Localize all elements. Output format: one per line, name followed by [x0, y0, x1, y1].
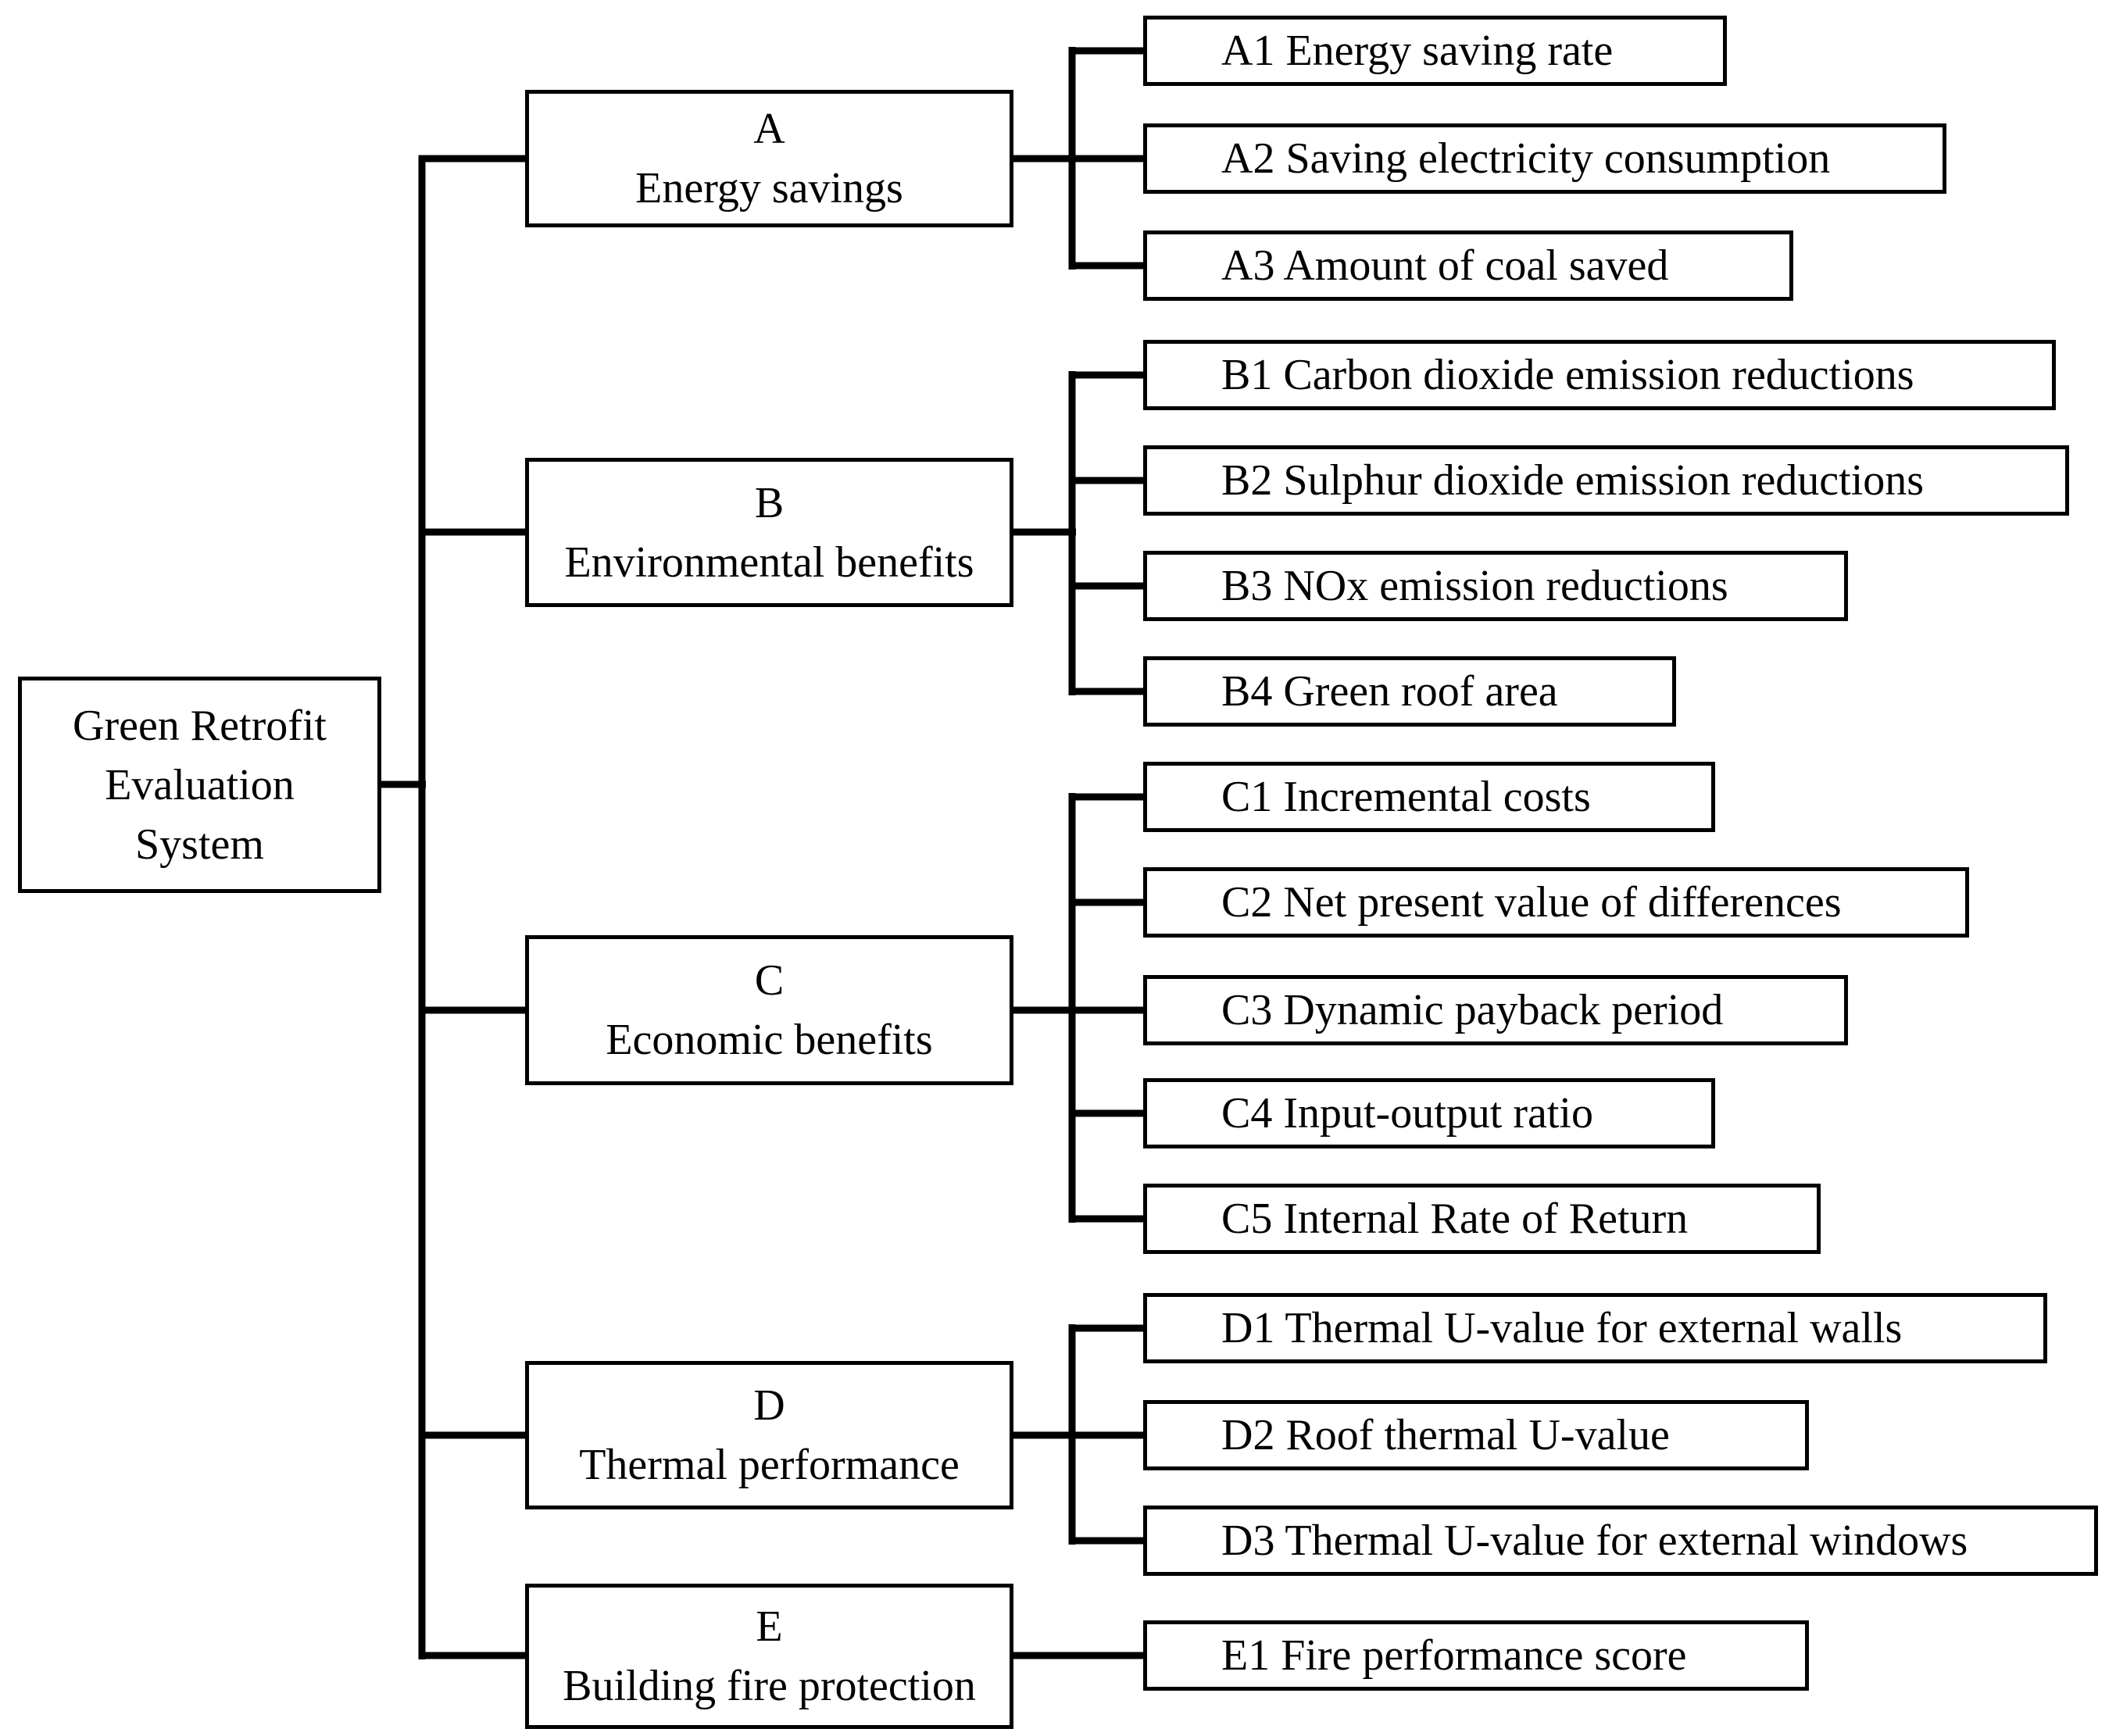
category-code: A	[753, 105, 785, 153]
leaf-label: D1 Thermal U-value for external walls	[1221, 1304, 1903, 1352]
leaf-node-c4: C4 Input-output ratio	[1143, 1078, 1715, 1148]
leaf-node-d1: D1 Thermal U-value for external walls	[1143, 1293, 2047, 1363]
leaf-node-b1: B1 Carbon dioxide emission reductions	[1143, 340, 2056, 410]
category-node-b-environmental-benefits: B Environmental benefits	[525, 458, 1013, 607]
leaf-label: A2 Saving electricity consumption	[1221, 134, 1831, 183]
leaf-label: E1 Fire performance score	[1221, 1631, 1687, 1680]
category-node-d-thermal-performance: D Thermal performance	[525, 1361, 1013, 1509]
leaf-label: C4 Input-output ratio	[1221, 1089, 1593, 1138]
leaf-label: B4 Green roof area	[1221, 667, 1558, 716]
leaf-node-d3: D3 Thermal U-value for external windows	[1143, 1506, 2098, 1576]
leaf-label: A1 Energy saving rate	[1221, 27, 1614, 75]
category-name: Energy savings	[635, 164, 903, 213]
leaf-node-a2: A2 Saving electricity consumption	[1143, 123, 1946, 194]
leaf-node-e1: E1 Fire performance score	[1143, 1620, 1809, 1691]
leaf-node-c1: C1 Incremental costs	[1143, 762, 1715, 832]
leaf-node-b2: B2 Sulphur dioxide emission reductions	[1143, 445, 2069, 516]
leaf-node-c5: C5 Internal Rate of Return	[1143, 1184, 1821, 1254]
root-label-line-1: Green Retrofit	[73, 701, 327, 750]
category-code: B	[754, 478, 785, 527]
leaf-label: C1 Incremental costs	[1221, 773, 1591, 821]
root-label-line-2: Evaluation	[105, 760, 295, 809]
leaf-label: D2 Roof thermal U-value	[1221, 1411, 1670, 1459]
leaf-node-c3: C3 Dynamic payback period	[1143, 975, 1848, 1045]
category-code: D	[753, 1381, 785, 1430]
category-name: Economic benefits	[606, 1016, 933, 1064]
category-code: E	[756, 1602, 783, 1651]
category-name: Thermal performance	[579, 1441, 960, 1489]
leaf-label: B3 NOx emission reductions	[1221, 562, 1728, 610]
leaf-node-b4: B4 Green roof area	[1143, 656, 1676, 727]
leaf-label: B2 Sulphur dioxide emission reductions	[1221, 456, 1925, 505]
root-label-line-3: System	[135, 820, 264, 869]
leaf-label: C3 Dynamic payback period	[1221, 986, 1724, 1034]
leaf-node-a3: A3 Amount of coal saved	[1143, 230, 1793, 301]
category-name: Building fire protection	[563, 1662, 976, 1710]
leaf-node-b3: B3 NOx emission reductions	[1143, 551, 1848, 621]
leaf-label: D3 Thermal U-value for external windows	[1221, 1516, 1968, 1565]
leaf-node-d2: D2 Roof thermal U-value	[1143, 1400, 1809, 1470]
leaf-node-c2: C2 Net present value of differences	[1143, 867, 1969, 938]
leaf-label: C2 Net present value of differences	[1221, 878, 1842, 927]
category-code: C	[754, 956, 785, 1005]
category-node-c-economic-benefits: C Economic benefits	[525, 935, 1013, 1085]
root-node-green-retrofit-evaluation-system: Green Retrofit Evaluation System	[18, 677, 381, 893]
leaf-label: C5 Internal Rate of Return	[1221, 1195, 1689, 1243]
category-node-e-building-fire-protection: E Building fire protection	[525, 1584, 1013, 1729]
leaf-label: A3 Amount of coal saved	[1221, 241, 1669, 290]
leaf-node-a1: A1 Energy saving rate	[1143, 16, 1727, 86]
category-name: Environmental benefits	[564, 538, 974, 587]
category-node-a-energy-savings: A Energy savings	[525, 90, 1013, 227]
leaf-label: B1 Carbon dioxide emission reductions	[1221, 351, 1914, 399]
